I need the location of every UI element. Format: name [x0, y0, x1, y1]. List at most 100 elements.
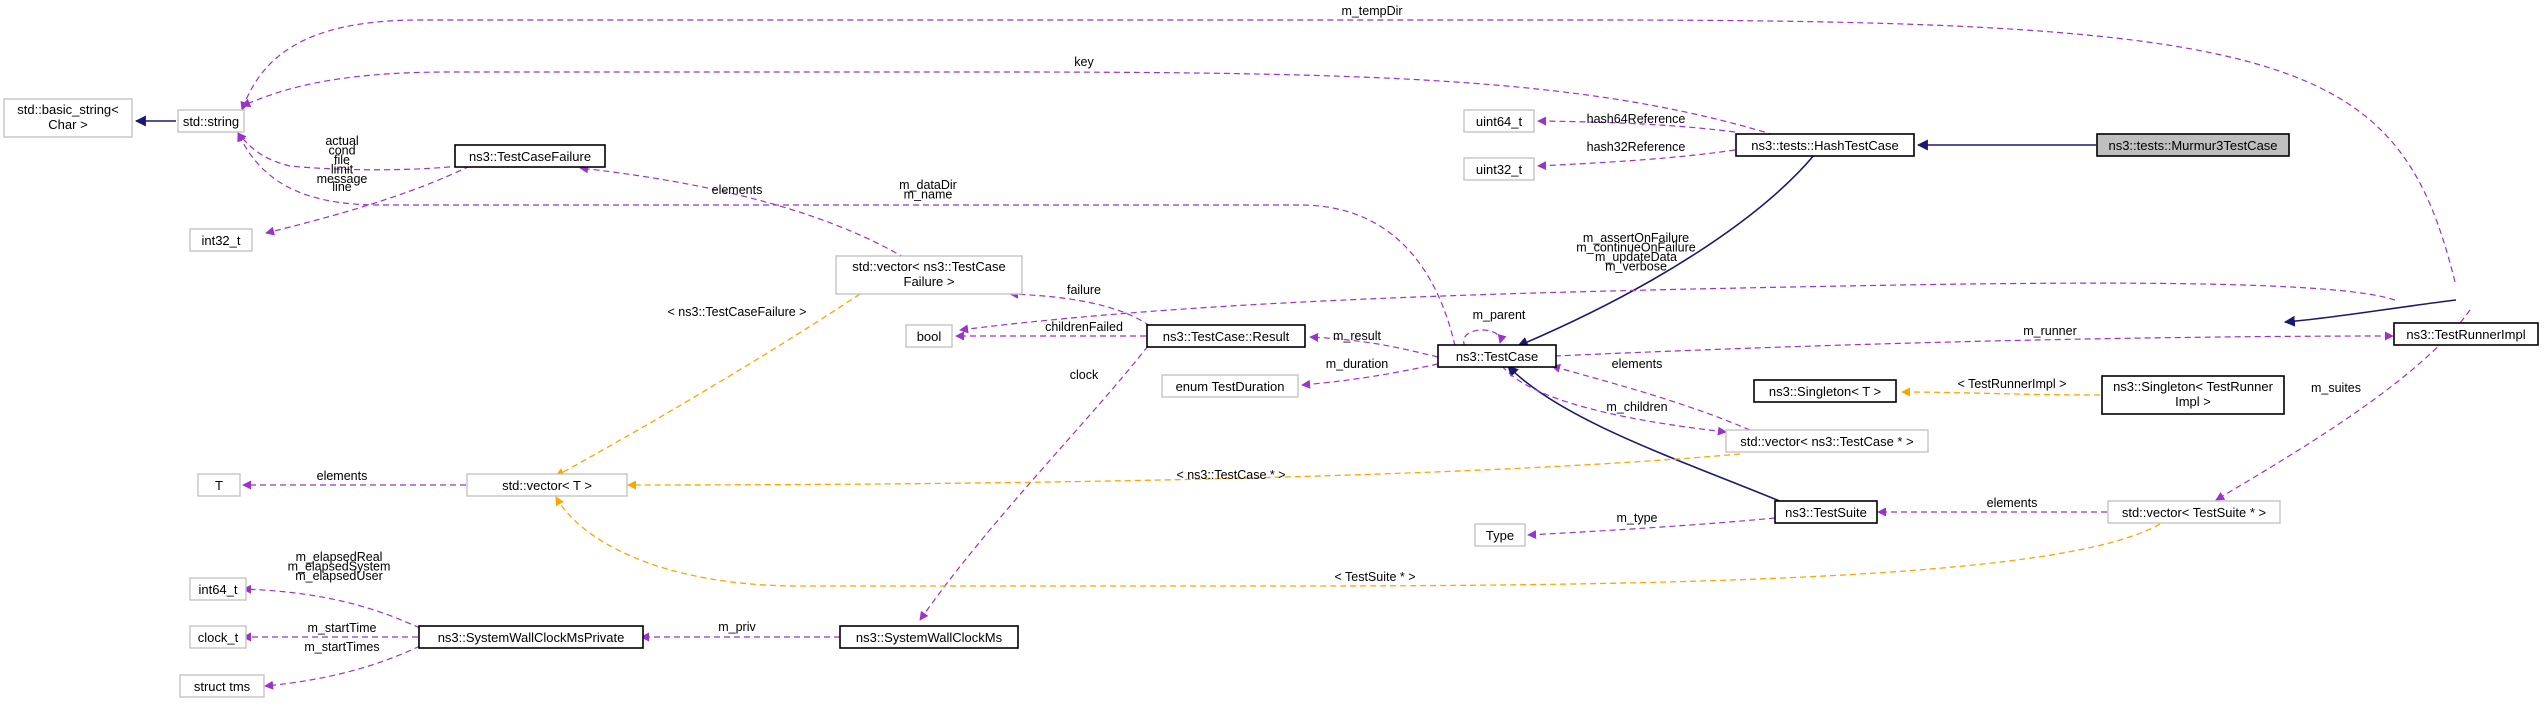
text-line: hash64Reference	[1587, 112, 1686, 126]
svg-text:T: T	[215, 478, 223, 493]
svg-text:Type: Type	[1486, 528, 1514, 543]
label-type: m_type	[1617, 511, 1658, 525]
text-line: ns3::TestSuite	[1785, 505, 1867, 520]
node-testcasefailure[interactable]: ns3::TestCaseFailure	[454, 144, 606, 168]
edge-line	[265, 165, 471, 236]
text-line: m_dataDir	[899, 178, 957, 192]
node-enum-testduration[interactable]: enum TestDuration	[1161, 374, 1299, 398]
node-testsuite[interactable]: ns3::TestSuite	[1774, 500, 1878, 524]
nodes: std::basic_string<Char > std::string ns3…	[3, 98, 2539, 698]
svg-text:clock_t: clock_t	[198, 630, 239, 645]
node-int32[interactable]: int32_t	[189, 228, 253, 252]
edge-type	[1527, 517, 1776, 540]
text-line: message	[317, 172, 368, 186]
text-line: m_updateData	[1595, 250, 1677, 264]
svg-text:ns3::tests::Murmur3TestCase: ns3::tests::Murmur3TestCase	[2108, 138, 2277, 153]
text-line: key	[1074, 55, 1094, 69]
svg-text:std::basic_string<Char >: std::basic_string<Char >	[17, 102, 119, 132]
node-struct-tms[interactable]: struct tms	[179, 674, 265, 698]
label-key: key	[1074, 55, 1094, 69]
node-vector-t[interactable]: std::vector< T >	[466, 473, 628, 497]
text-line: m_duration	[1326, 357, 1389, 371]
svg-text:ns3::TestSuite: ns3::TestSuite	[1785, 505, 1867, 520]
label-failure: failure	[1067, 283, 1101, 297]
svg-text:ns3::tests::HashTestCase: ns3::tests::HashTestCase	[1751, 138, 1898, 153]
label-elements-suite: elements	[1987, 496, 2038, 510]
svg-text:bool: bool	[917, 329, 942, 344]
node-type[interactable]: Type	[1474, 523, 1526, 547]
text-line: ns3::SystemWallClockMs	[856, 630, 1003, 645]
edge-runner-bools	[959, 282, 2396, 334]
text-line: m_type	[1617, 511, 1658, 525]
node-clock[interactable]: clock_t	[189, 625, 247, 649]
node-singleton-t[interactable]: ns3::Singleton< T >	[1753, 379, 1897, 403]
text-line: m_elapsedUser	[295, 569, 383, 583]
label-temp-dir: m_tempDir	[1341, 4, 1402, 18]
edge-runner-template	[1901, 387, 2101, 397]
text-line: uint64_t	[1476, 114, 1523, 129]
text-line: m_result	[1333, 329, 1381, 343]
text-line: ns3::SystemWallClockMsPrivate	[438, 630, 625, 645]
edge-elements-tc	[1551, 363, 1751, 431]
svg-text:int32_t: int32_t	[201, 233, 240, 248]
node-murmur3testcase[interactable]: ns3::tests::Murmur3TestCase	[2096, 133, 2290, 157]
label-runner-template: < TestRunnerImpl >	[1958, 377, 2067, 391]
text-line: Failure >	[904, 274, 955, 289]
edge-hashtestcase-inherits-testcase	[1516, 153, 1816, 348]
node-hashtestcase[interactable]: ns3::tests::HashTestCase	[1735, 133, 1915, 157]
text-line: std::vector< T >	[502, 478, 592, 493]
text-line: struct tms	[194, 679, 251, 694]
node-t[interactable]: T	[197, 473, 241, 497]
text-line: clock	[1070, 368, 1099, 382]
edge-parent	[1463, 329, 1507, 348]
edge-temp-dir	[240, 19, 2456, 283]
node-testcase[interactable]: ns3::TestCase	[1437, 344, 1557, 368]
node-uint64[interactable]: uint64_t	[1463, 109, 1535, 133]
label-children: m_children	[1606, 400, 1667, 414]
text-line: m_elapsedSystem	[288, 560, 391, 574]
text-line: ns3::TestRunnerImpl	[2406, 327, 2525, 342]
label-suite-template: < TestSuite * >	[1334, 570, 1415, 584]
svg-text:struct tms: struct tms	[194, 679, 251, 694]
node-uint32[interactable]: uint32_t	[1463, 157, 1535, 181]
node-systemwallclockmsprivate[interactable]: ns3::SystemWallClockMsPrivate	[418, 625, 644, 649]
label-runner: m_runner	[2023, 324, 2077, 338]
text-line: elements	[317, 469, 368, 483]
text-line: m_startTimes	[304, 640, 379, 654]
edge-hash32	[1537, 149, 1736, 171]
node-testcase-result[interactable]: ns3::TestCase::Result	[1146, 324, 1306, 348]
text-line: int64_t	[198, 582, 237, 597]
label-elements-failure: elements	[712, 183, 763, 197]
text-line: childrenFailed	[1045, 320, 1123, 334]
node-int64[interactable]: int64_t	[189, 577, 247, 601]
node-bool[interactable]: bool	[905, 324, 953, 348]
node-vector-testcase-ptr[interactable]: std::vector< ns3::TestCase * >	[1725, 429, 1929, 453]
text-line: Char >	[48, 117, 87, 132]
text-line: int32_t	[201, 233, 240, 248]
node-basic-string[interactable]: std::basic_string<Char >	[3, 98, 133, 138]
node-std-string[interactable]: std::string	[177, 109, 245, 133]
text-line: m_elapsedReal	[296, 550, 383, 564]
text-line: T	[215, 478, 223, 493]
text-line: m_assertOnFailure	[1583, 231, 1689, 245]
text-line: hash32Reference	[1587, 140, 1686, 154]
text-line: elements	[1987, 496, 2038, 510]
text-line: m_startTime	[308, 621, 377, 635]
node-testrunnerimpl[interactable]: ns3::TestRunnerImpl	[2393, 322, 2539, 346]
label-tc-template: < ns3::TestCase * >	[1176, 468, 1285, 482]
node-vector-testsuite-ptr[interactable]: std::vector< TestSuite * >	[2107, 500, 2281, 524]
text-line: Type	[1486, 528, 1514, 543]
label-result: m_result	[1333, 329, 1381, 343]
svg-text:uint32_t: uint32_t	[1476, 162, 1523, 177]
text-line: ns3::TestCaseFailure	[469, 149, 591, 164]
edge-children	[1501, 365, 1727, 436]
label-tcf-template: < ns3::TestCaseFailure >	[668, 305, 807, 319]
label-duration: m_duration	[1326, 357, 1389, 371]
label-hash32: hash32Reference	[1587, 140, 1686, 154]
node-systemwallclockms[interactable]: ns3::SystemWallClockMs	[839, 625, 1019, 649]
text-line: elements	[1612, 357, 1663, 371]
